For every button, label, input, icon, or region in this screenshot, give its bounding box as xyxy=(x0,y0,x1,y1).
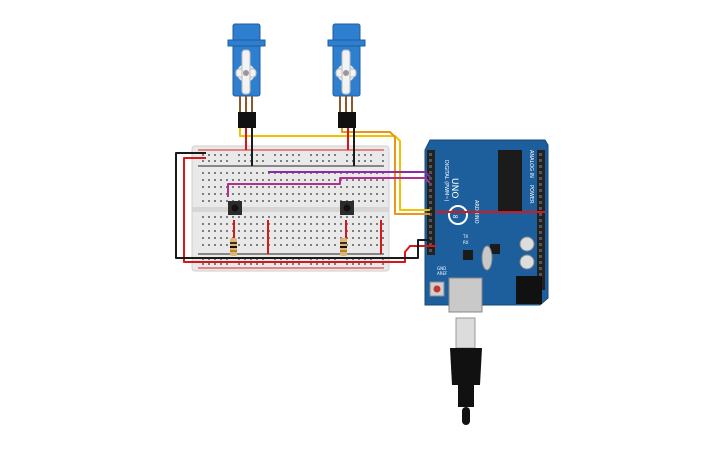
gnd-label: GND xyxy=(437,266,446,271)
power-label: POWER xyxy=(528,185,534,204)
wires xyxy=(175,128,545,263)
small-chip xyxy=(463,250,473,260)
servo-icon[interactable] xyxy=(227,23,266,128)
digital-label: DIGITAL (PWM~) xyxy=(443,160,449,202)
board-brand: UNO xyxy=(449,178,459,198)
rx-label: RX xyxy=(463,240,469,245)
usb-cable-icon xyxy=(450,317,482,425)
breadboard[interactable] xyxy=(191,145,390,272)
arduino-logo xyxy=(448,205,468,225)
analog-label: ANALOG IN xyxy=(528,150,534,178)
resistor-icon[interactable] xyxy=(340,238,347,256)
servo-icon[interactable] xyxy=(327,23,366,128)
capacitor xyxy=(519,236,535,252)
capacitor xyxy=(519,254,535,270)
pushbutton-icon[interactable] xyxy=(228,201,242,215)
usb-chip xyxy=(490,244,500,254)
power-jack xyxy=(516,276,542,304)
resistor-icon[interactable] xyxy=(230,238,237,256)
aref-label: AREF xyxy=(437,271,448,276)
arduino-uno[interactable]: ∞ UNO DIGITAL (PWM~) ARDUINO POWER ANALO… xyxy=(424,139,549,313)
svg-text:∞: ∞ xyxy=(452,212,459,221)
pushbutton-icon[interactable] xyxy=(340,201,354,215)
tx-label: TX xyxy=(462,234,468,239)
usb-port xyxy=(448,277,483,313)
atmega-chip xyxy=(498,150,522,212)
